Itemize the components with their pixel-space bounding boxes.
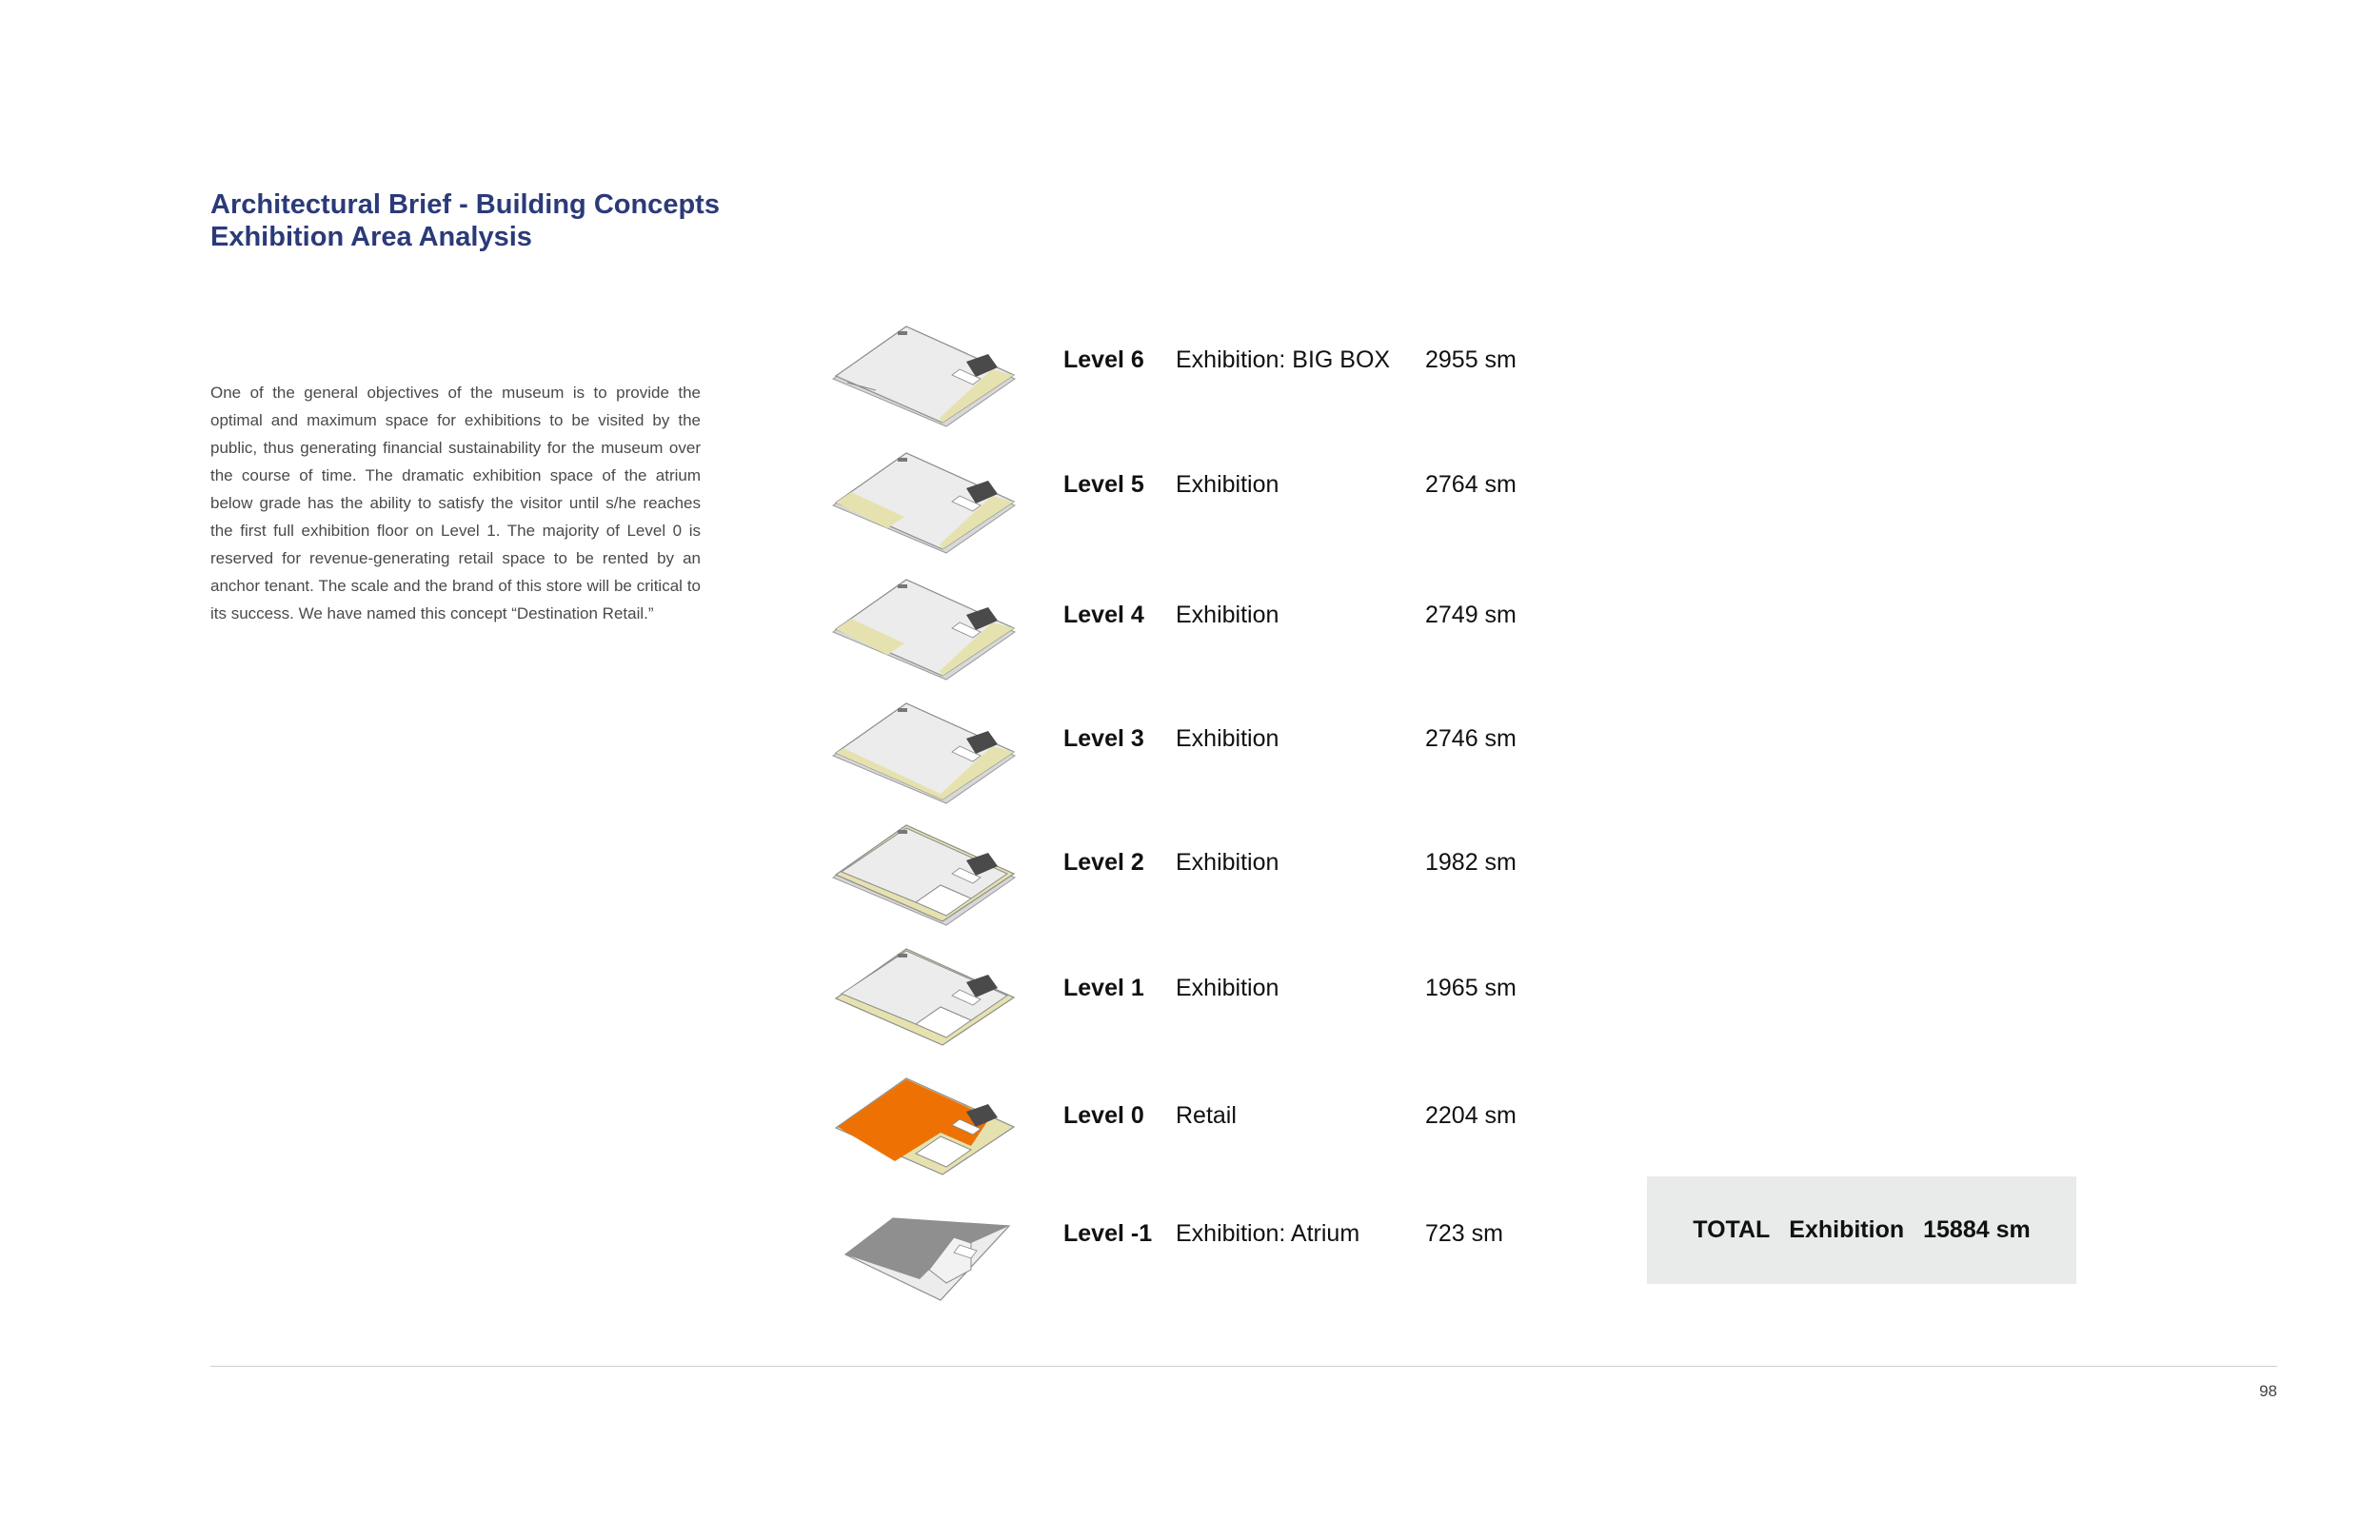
level-row-6: Level 6 Exhibition: BIG BOX 2955 sm [828,314,1552,438]
level-use: Exhibition [1176,471,1279,498]
level-area: 2204 sm [1425,1102,1517,1129]
floor-plan-level-3-icon [831,702,1017,804]
level-label: Level 3 [1063,725,1144,752]
total-value: 15884 sm [1923,1216,2031,1243]
level-use: Retail [1176,1102,1237,1129]
level-use: Exhibition: Atrium [1176,1220,1360,1247]
level-label: Level 0 [1063,1102,1144,1129]
level-area: 2749 sm [1425,602,1517,628]
total-label: TOTAL [1693,1216,1771,1243]
level-use: Exhibition: BIG BOX [1176,346,1391,373]
level-label: Level 1 [1063,975,1144,1001]
level-area: 2746 sm [1425,725,1517,752]
level-area: 2955 sm [1425,346,1517,373]
level-label: Level 5 [1063,471,1144,498]
floor-plan-level-5-icon [831,452,1017,554]
intro-paragraph: One of the general objectives of the mus… [210,384,701,622]
level-use: Exhibition [1176,975,1279,1001]
level-row-4: Level 4 Exhibition 2749 sm [828,563,1552,687]
level-row-0: Level 0 Retail 2204 sm [828,1064,1552,1188]
total-category: Exhibition [1789,1216,1905,1243]
total-summary-box: TOTAL Exhibition 15884 sm [1647,1176,2076,1284]
floor-plan-level-6-icon [831,326,1017,427]
level-row-1: Level 1 Exhibition 1965 sm [828,935,1552,1058]
footer-divider [210,1366,2277,1367]
level-use: Exhibition [1176,602,1279,628]
level-area: 2764 sm [1425,471,1517,498]
floor-plan-level-minus-1-icon [843,1217,1011,1301]
level-area: 1982 sm [1425,849,1517,876]
floor-plan-level-4-icon [831,579,1017,681]
level-label: Level 6 [1063,346,1144,373]
floor-plan-level-2-icon [831,824,1017,926]
level-row-5: Level 5 Exhibition 2764 sm [828,439,1552,563]
floor-plan-level-0-icon [834,1077,1016,1175]
title-line-2: Exhibition Area Analysis [210,222,532,252]
floor-plan-level-1-icon [834,948,1016,1046]
level-label: Level -1 [1063,1220,1153,1247]
level-area: 1965 sm [1425,975,1517,1001]
page-title: Architectural Brief - Building Concepts … [210,188,720,253]
page-number: 98 [2259,1382,2277,1400]
level-row-3: Level 3 Exhibition 2746 sm [828,687,1552,811]
level-area: 723 sm [1425,1220,1503,1247]
title-line-1: Architectural Brief - Building Concepts [210,189,720,220]
level-use: Exhibition [1176,725,1279,752]
level-row-2: Level 2 Exhibition 1982 sm [828,811,1552,935]
level-label: Level 4 [1063,602,1144,628]
level-row-minus-1: Level -1 Exhibition: Atrium 723 sm [828,1188,1552,1312]
level-use: Exhibition [1176,849,1279,876]
level-label: Level 2 [1063,849,1144,876]
